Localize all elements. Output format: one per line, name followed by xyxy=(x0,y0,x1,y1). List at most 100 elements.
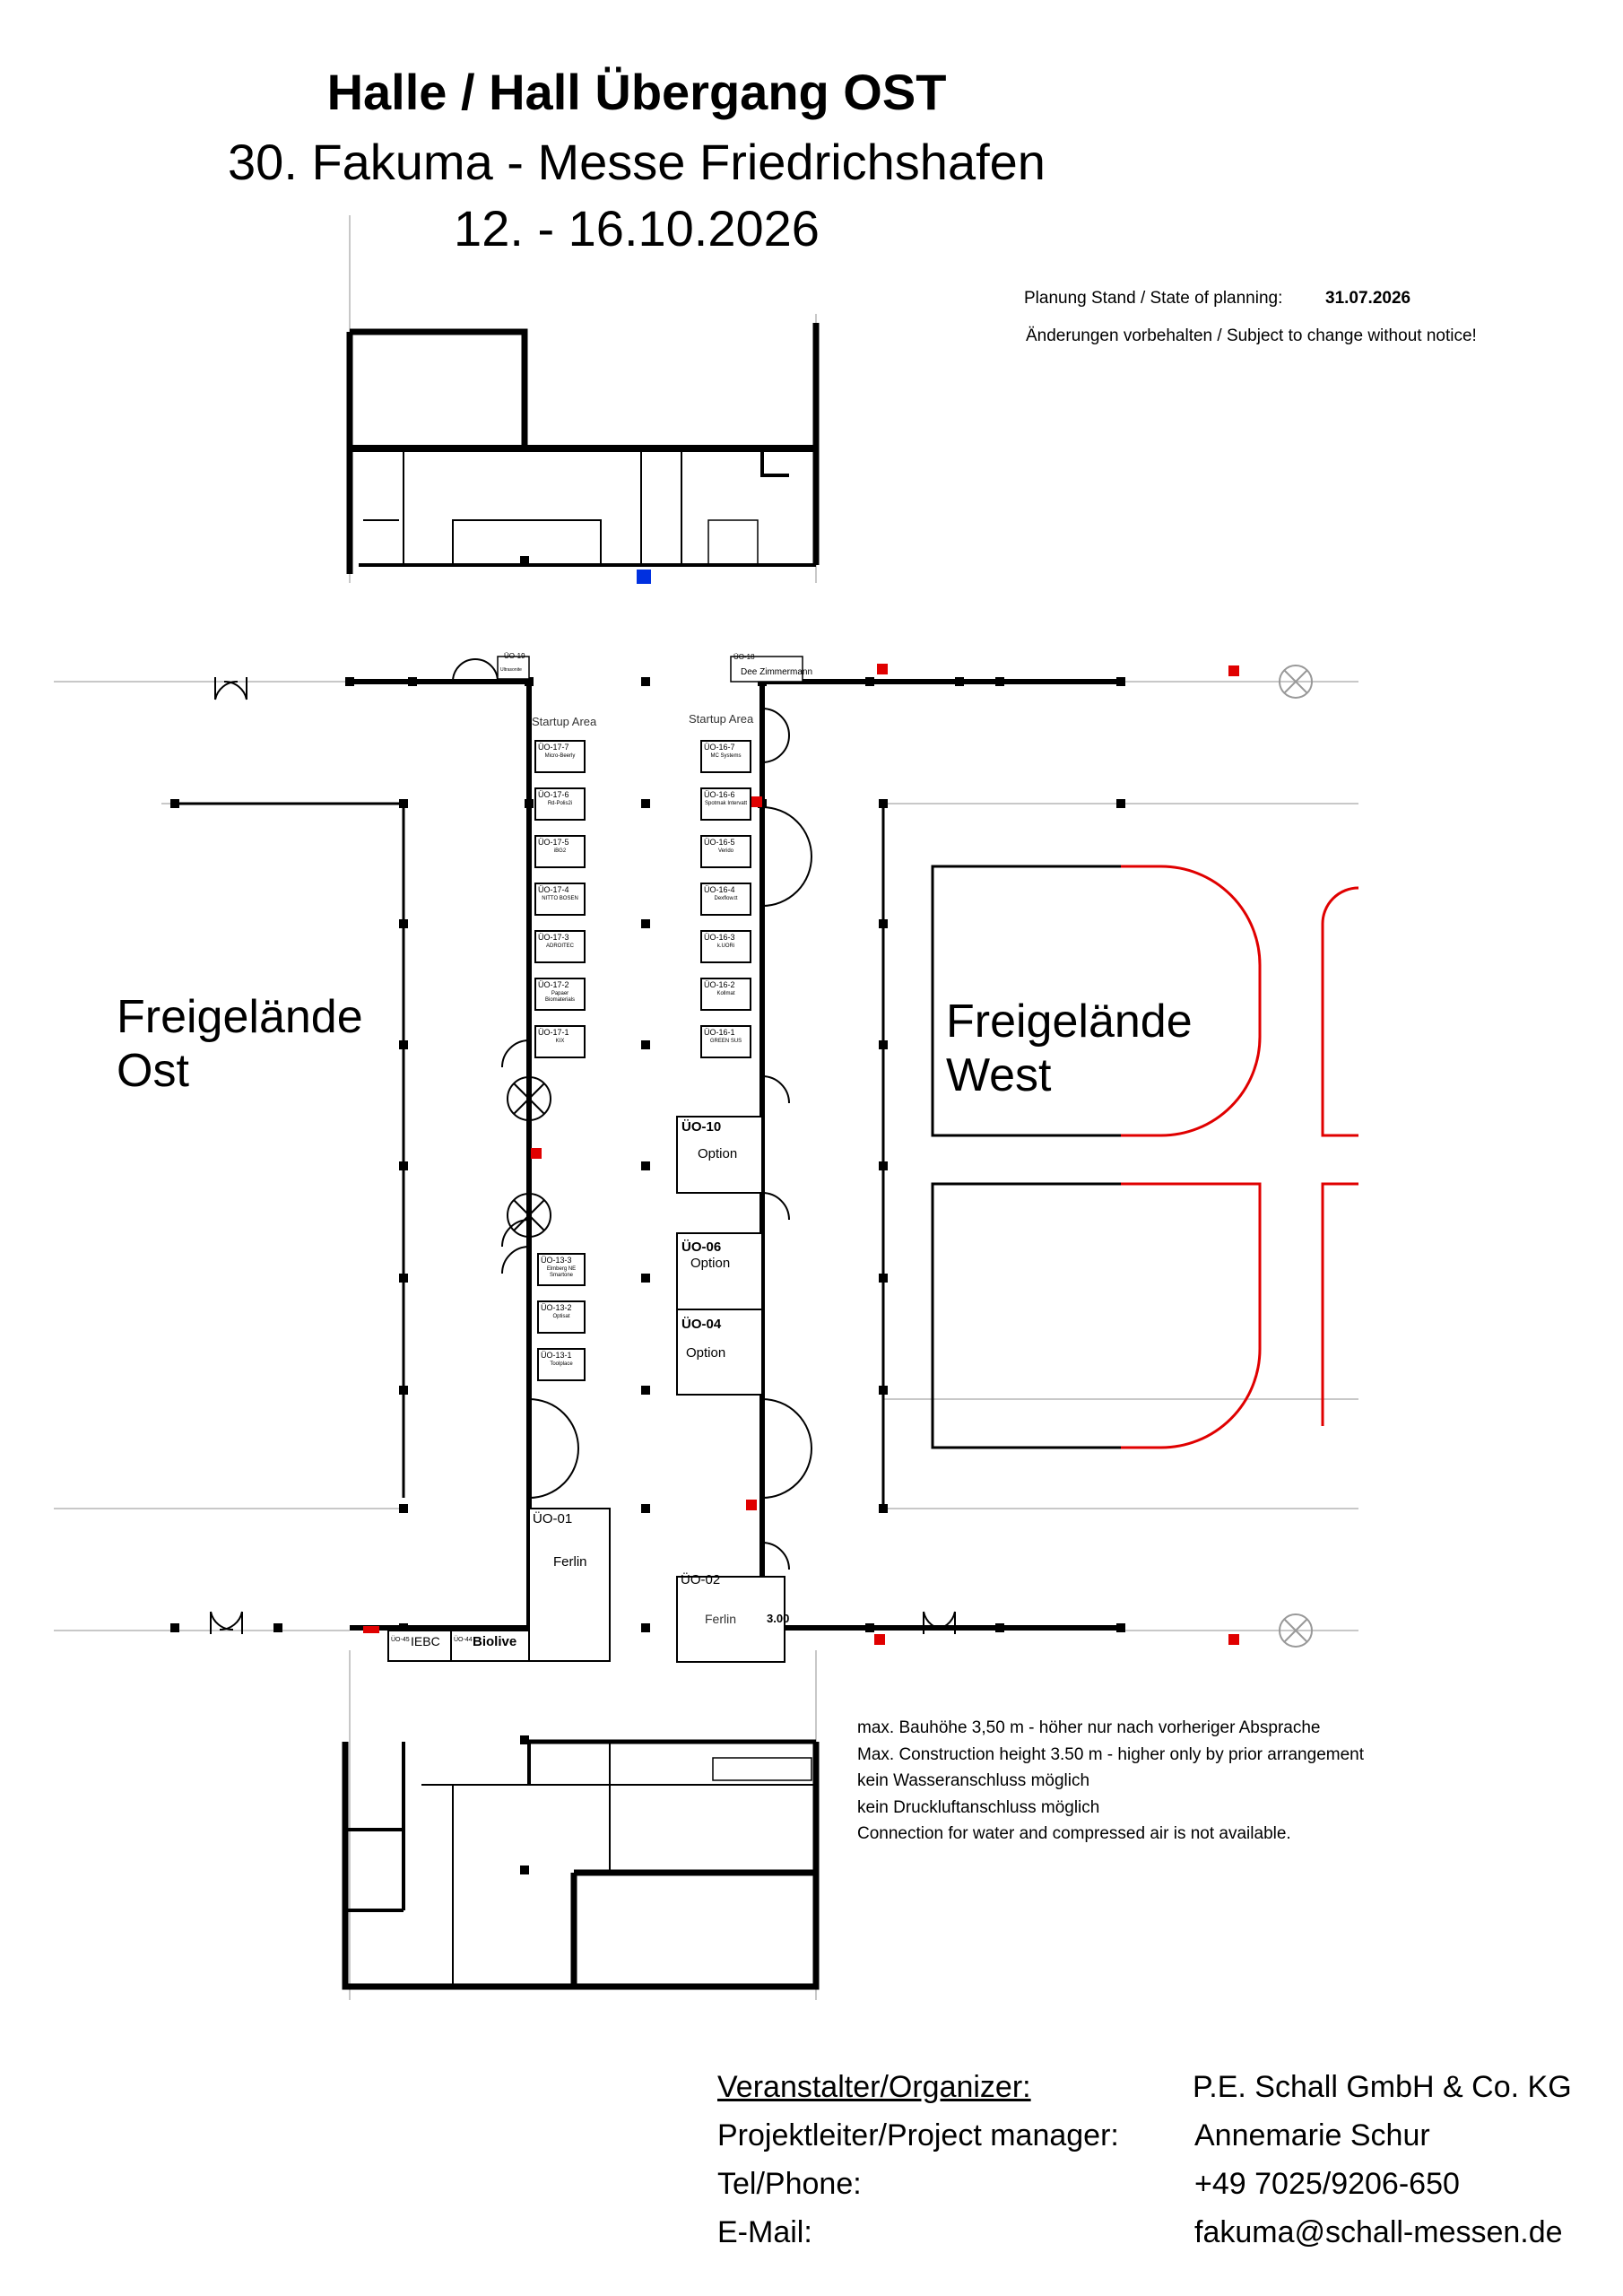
right-startup-booth-id: ÜO-16-5 xyxy=(704,838,735,847)
stand-uo19-name: Ultrasonite xyxy=(500,667,522,673)
stand-outlines xyxy=(387,656,803,1663)
right-startup-booth-6 xyxy=(700,1025,751,1058)
construction-notes: max. Bauhöhe 3,50 m - höher nur nach vor… xyxy=(857,1715,1364,1848)
corridor-walls xyxy=(175,679,1121,1631)
left-startup-booth-1 xyxy=(534,787,586,821)
stand-uo06-name: Option xyxy=(690,1256,731,1271)
stand-uo45-id: ÜO-45 xyxy=(391,1637,410,1643)
right-startup-booth-id: ÜO-16-7 xyxy=(704,743,735,752)
planning-stand-label: Planung Stand / State of planning: xyxy=(1024,289,1283,308)
area-west-line1: Freigelände xyxy=(946,996,1193,1048)
stand-uo10-id: ÜO-10 xyxy=(681,1119,722,1135)
lower-left-booth-id: ÜO-13-3 xyxy=(541,1256,572,1265)
right-startup-booth-name: Dexflow.tt xyxy=(714,896,738,901)
stand-uo04-name: Option xyxy=(686,1345,726,1361)
lower-left-booth-id: ÜO-13-2 xyxy=(541,1303,572,1312)
note-line: kein Druckluftanschluss möglich xyxy=(857,1797,1100,1817)
email-label: E-Mail: xyxy=(717,2215,812,2249)
note-line: Max. Construction height 3.50 m - higher… xyxy=(857,1744,1364,1764)
stand-uo02-id: ÜO-02 xyxy=(681,1572,721,1587)
planning-stand-date: 31.07.2026 xyxy=(1325,289,1411,308)
columns xyxy=(170,556,1125,1874)
lower-left-booth-1 xyxy=(537,1300,586,1334)
left-startup-booth-id: ÜO-17-4 xyxy=(538,885,569,894)
manager-label: Projektleiter/Project manager: xyxy=(717,2118,1119,2152)
left-startup-booth-name: Micro-Beerly xyxy=(544,753,576,759)
phone-value: +49 7025/9206-650 xyxy=(1194,2167,1460,2201)
left-startup-booth-name: Papaer Biomaterials xyxy=(544,991,575,1003)
left-startup-booth-5 xyxy=(534,978,586,1011)
stand-uo10-name: Option xyxy=(698,1146,738,1161)
area-freigelaende-ost: Freigelände Ost xyxy=(117,991,363,1099)
right-startup-booth-3 xyxy=(700,883,751,916)
stand-uo45-name: IEBC xyxy=(411,1634,440,1648)
area-ost-line2: Ost xyxy=(117,1044,189,1097)
left-startup-booth-id: ÜO-17-6 xyxy=(538,790,569,799)
left-startup-booth-id: ÜO-17-5 xyxy=(538,838,569,847)
right-startup-booth-id: ÜO-16-1 xyxy=(704,1028,735,1037)
organizer-value: P.E. Schall GmbH & Co. KG xyxy=(1193,2070,1572,2104)
right-startup-booth-2 xyxy=(700,835,751,868)
west-area-outlines xyxy=(931,865,1359,1449)
area-west-line2: West xyxy=(946,1048,1052,1101)
manager-value: Annemarie Schur xyxy=(1194,2118,1430,2152)
stand-uo02-name: Ferlin xyxy=(705,1612,737,1626)
stand-uo02-size: 3.00 xyxy=(767,1612,790,1625)
left-startup-booth-id: ÜO-17-2 xyxy=(538,980,569,989)
stand-uo44-id: ÜO-44 xyxy=(454,1637,473,1643)
left-startup-booth-3 xyxy=(534,883,586,916)
lower-left-booth-0 xyxy=(537,1253,586,1286)
stand-uo01-name: Ferlin xyxy=(553,1554,587,1570)
left-startup-booth-id: ÜO-17-1 xyxy=(538,1028,569,1037)
left-startup-booth-name: ADROITEC xyxy=(545,944,574,949)
lower-left-booth-id: ÜO-13-1 xyxy=(541,1351,572,1360)
north-building xyxy=(346,323,820,574)
note-line: kein Wasseranschluss möglich xyxy=(857,1771,1090,1790)
right-startup-booth-id: ÜO-16-2 xyxy=(704,980,735,989)
left-startup-booth-name: NITTO BOSEN xyxy=(542,896,578,901)
right-startup-booth-id: ÜO-16-4 xyxy=(704,885,735,894)
right-startup-booth-id: ÜO-16-3 xyxy=(704,933,735,942)
email-link[interactable]: fakuma@schall-messen.de xyxy=(1194,2215,1563,2249)
startup-area-right: Startup Area xyxy=(689,712,754,726)
south-building xyxy=(342,1739,820,1990)
right-startup-booth-name: GREEN SUS xyxy=(709,1039,742,1044)
lower-left-booth-name: Toolplace xyxy=(550,1361,573,1367)
lower-left-booth-name: Elmberg NE Smartone xyxy=(546,1266,577,1278)
event-subtitle: 30. Fakuma - Messe Friedrichshafen xyxy=(228,134,1046,190)
note-line: max. Bauhöhe 3,50 m - höher nur nach vor… xyxy=(857,1718,1321,1737)
stand-uo44-name: Biolive xyxy=(473,1634,517,1649)
startup-booths xyxy=(534,740,751,1381)
right-startup-booth-0 xyxy=(700,740,751,773)
stand-uo19-id: ÜO-19 xyxy=(504,652,525,660)
right-startup-booth-name: MC Systems xyxy=(710,753,742,759)
left-startup-booth-6 xyxy=(534,1025,586,1058)
right-startup-booth-name: Verido xyxy=(717,848,733,854)
right-startup-booth-name: Spotmak Intervatt xyxy=(704,801,748,806)
stand-uo04-id: ÜO-04 xyxy=(681,1317,722,1332)
light-fixtures xyxy=(507,665,1313,1648)
startup-area-left: Startup Area xyxy=(532,715,597,728)
left-startup-booth-name: iBG2 xyxy=(553,848,567,854)
page-title: Halle / Hall Übergang OST xyxy=(326,64,947,120)
left-startup-booth-4 xyxy=(534,930,586,963)
lower-left-booth-2 xyxy=(537,1348,586,1381)
left-startup-booth-name: Rd-Polis2i xyxy=(547,801,573,806)
right-startup-booth-1 xyxy=(700,787,751,821)
stand-uo06-id: ÜO-06 xyxy=(681,1239,722,1255)
stand-uo18-name: Dee Zimmermann xyxy=(741,667,813,677)
left-startup-booth-0 xyxy=(534,740,586,773)
left-startup-booth-name: KIX xyxy=(555,1039,565,1044)
left-startup-booth-id: ÜO-17-3 xyxy=(538,933,569,942)
stand-uo18-id: ÜO-18 xyxy=(733,653,755,661)
connection-markers xyxy=(363,570,1239,1645)
right-startup-booth-name: k.UORi xyxy=(716,944,735,949)
planning-disclaimer: Änderungen vorbehalten / Subject to chan… xyxy=(1026,326,1477,345)
right-startup-booth-4 xyxy=(700,930,751,963)
right-startup-booth-id: ÜO-16-6 xyxy=(704,790,735,799)
lower-left-booth-name: Optisat xyxy=(552,1314,570,1319)
right-startup-booth-5 xyxy=(700,978,751,1011)
event-dates: 12. - 16.10.2026 xyxy=(454,200,820,257)
left-startup-booth-2 xyxy=(534,835,586,868)
note-line: Connection for water and compressed air … xyxy=(857,1824,1291,1843)
